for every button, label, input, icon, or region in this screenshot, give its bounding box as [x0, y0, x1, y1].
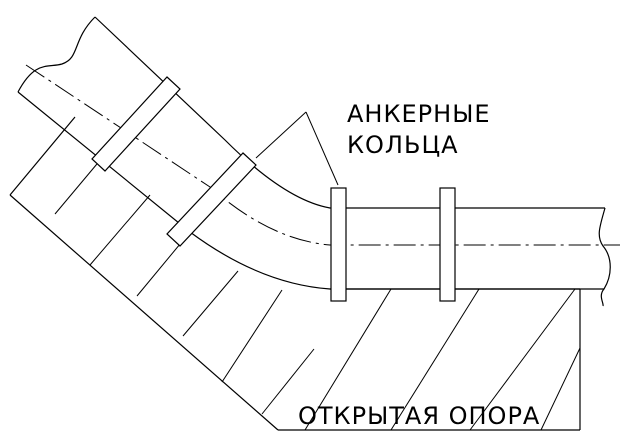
support-left-edge [9, 194, 279, 431]
pipe-upper-wall [94, 16, 605, 209]
label-anchor-rings-line2: КОЛЬЦА [347, 131, 459, 159]
label-open-support: ОТКРЫТАЯ ОПОРА [298, 402, 540, 430]
open-support-block [9, 116, 581, 431]
anchor-ring [330, 187, 347, 302]
pipe-break-top [17, 16, 96, 93]
anchor-rings [91, 76, 456, 302]
pipe-break-right [598, 207, 611, 307]
label-leader-lines [255, 111, 339, 186]
label-anchor-rings-line1: АНКЕРНЫЕ [347, 100, 491, 128]
anchor-ring [166, 152, 257, 247]
support-hatching [54, 151, 581, 431]
anchor-ring [439, 187, 456, 302]
support-outline [9, 116, 76, 196]
pipe-lower-wall [17, 91, 604, 290]
anchor-ring [91, 76, 181, 172]
